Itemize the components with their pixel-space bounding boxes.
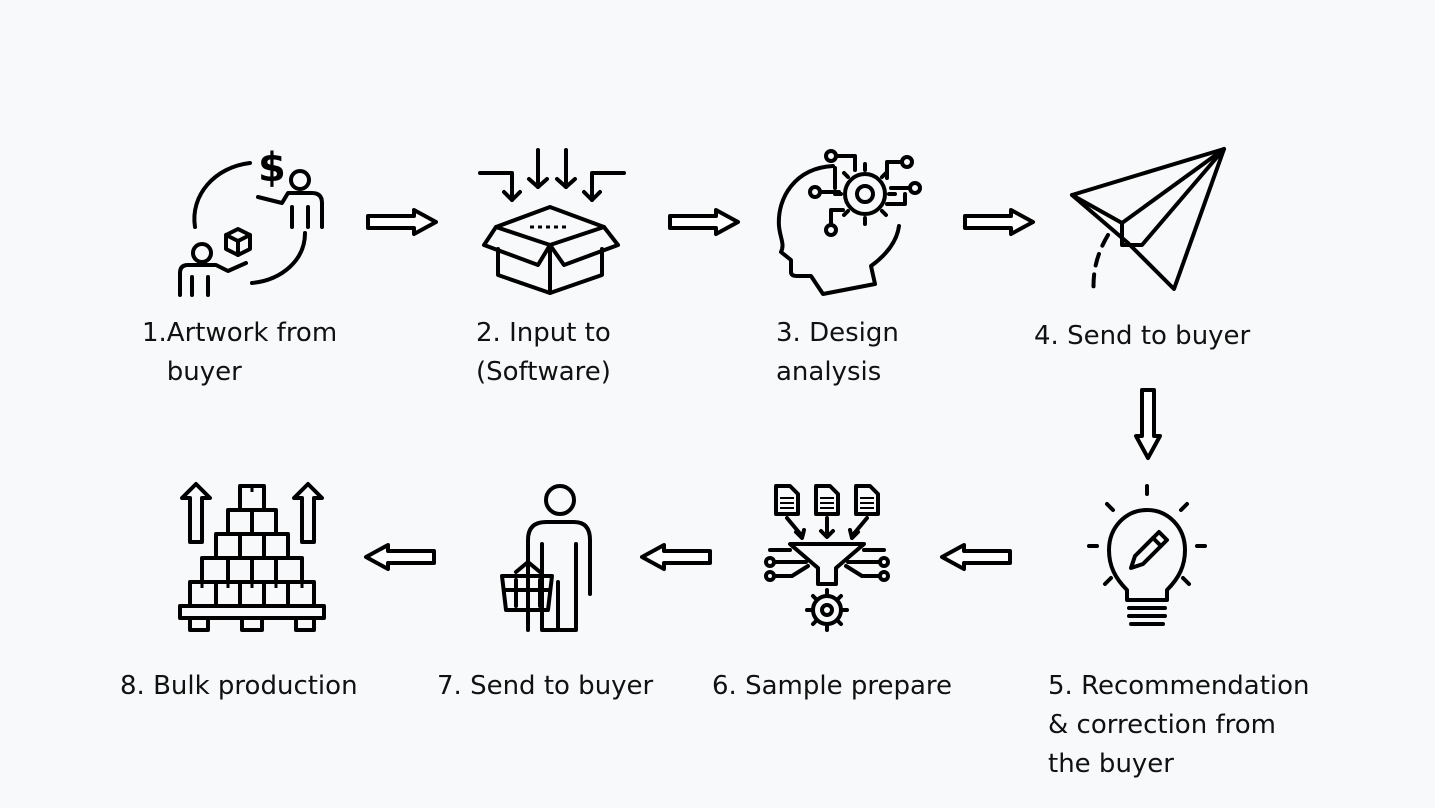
document-funnel-icon xyxy=(764,484,890,632)
right-arrow-icon xyxy=(963,208,1035,236)
step-8-label: 8. Bulk production xyxy=(120,671,358,701)
step-3-label: 3. Design analysis xyxy=(776,318,899,387)
head-gear-icon xyxy=(776,149,922,296)
lightbulb-pencil-icon xyxy=(1087,484,1207,626)
left-arrow-icon xyxy=(940,543,1012,571)
svg-text:$: $ xyxy=(258,145,286,191)
person-basket-icon xyxy=(500,484,592,632)
step-1-label: 1.Artwork from buyer xyxy=(142,318,338,387)
step-2-label: 2. Input to (Software) xyxy=(476,318,611,387)
right-arrow-icon xyxy=(668,208,740,236)
step-5-label: 5. Recommendation & correction from the … xyxy=(1048,671,1310,779)
down-arrow-icon xyxy=(1134,388,1162,460)
left-arrow-icon xyxy=(364,543,436,571)
step-7-label: 7. Send to buyer xyxy=(437,671,654,701)
step-6-label: 6. Sample prepare xyxy=(712,671,952,701)
exchange-icon: $ xyxy=(178,145,324,297)
right-arrow-icon xyxy=(366,208,438,236)
paper-plane-icon xyxy=(1070,147,1226,297)
box-input-icon xyxy=(478,148,626,295)
step-4-label: 4. Send to buyer xyxy=(1034,321,1251,351)
left-arrow-icon xyxy=(640,543,712,571)
pallet-boxes-icon xyxy=(178,482,326,632)
